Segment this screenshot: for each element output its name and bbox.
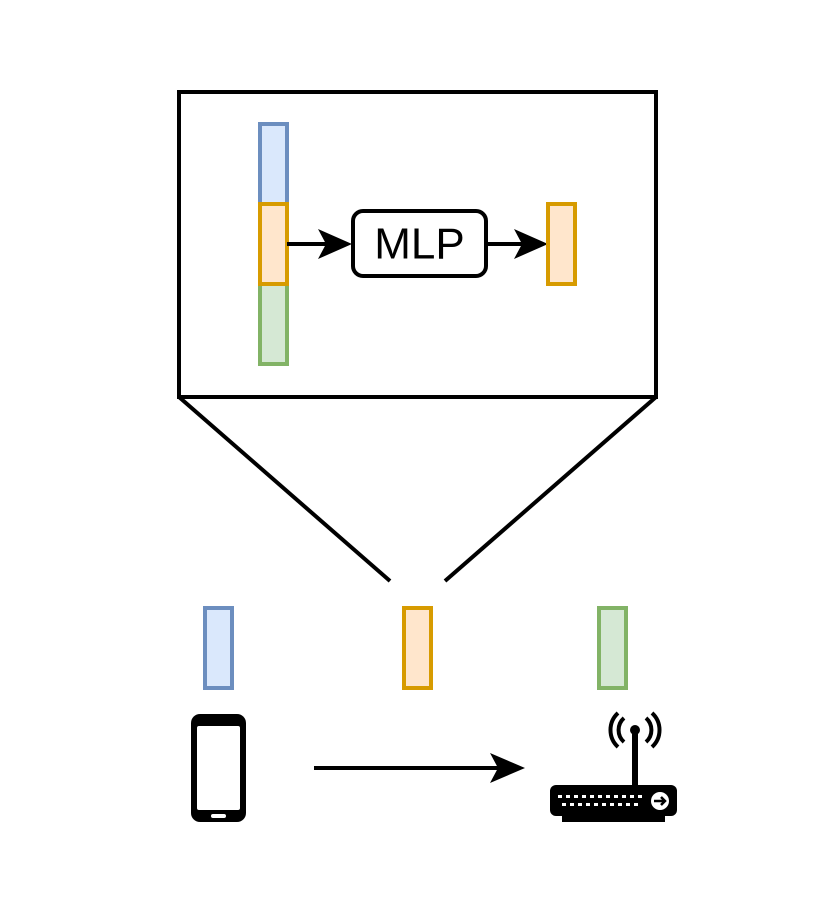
arrow-from-mlp <box>486 229 548 259</box>
router-icon <box>550 711 677 822</box>
mlp-output-vector-orange <box>546 202 577 286</box>
bottom-vector-green <box>597 606 628 690</box>
smartphone-icon <box>191 714 246 822</box>
zoom-line-left <box>177 395 392 583</box>
concat-vector-green <box>258 282 289 366</box>
concat-vector-orange <box>258 202 289 286</box>
mlp-label: MLP <box>374 220 464 269</box>
concat-vector-blue <box>258 122 289 206</box>
zoom-line-right <box>443 395 658 583</box>
bottom-vector-orange <box>402 606 433 690</box>
arrow-to-mlp <box>287 229 352 259</box>
bottom-vector-blue <box>203 606 234 690</box>
mlp-block: MLP <box>351 209 488 278</box>
transmission-arrow <box>314 753 525 783</box>
